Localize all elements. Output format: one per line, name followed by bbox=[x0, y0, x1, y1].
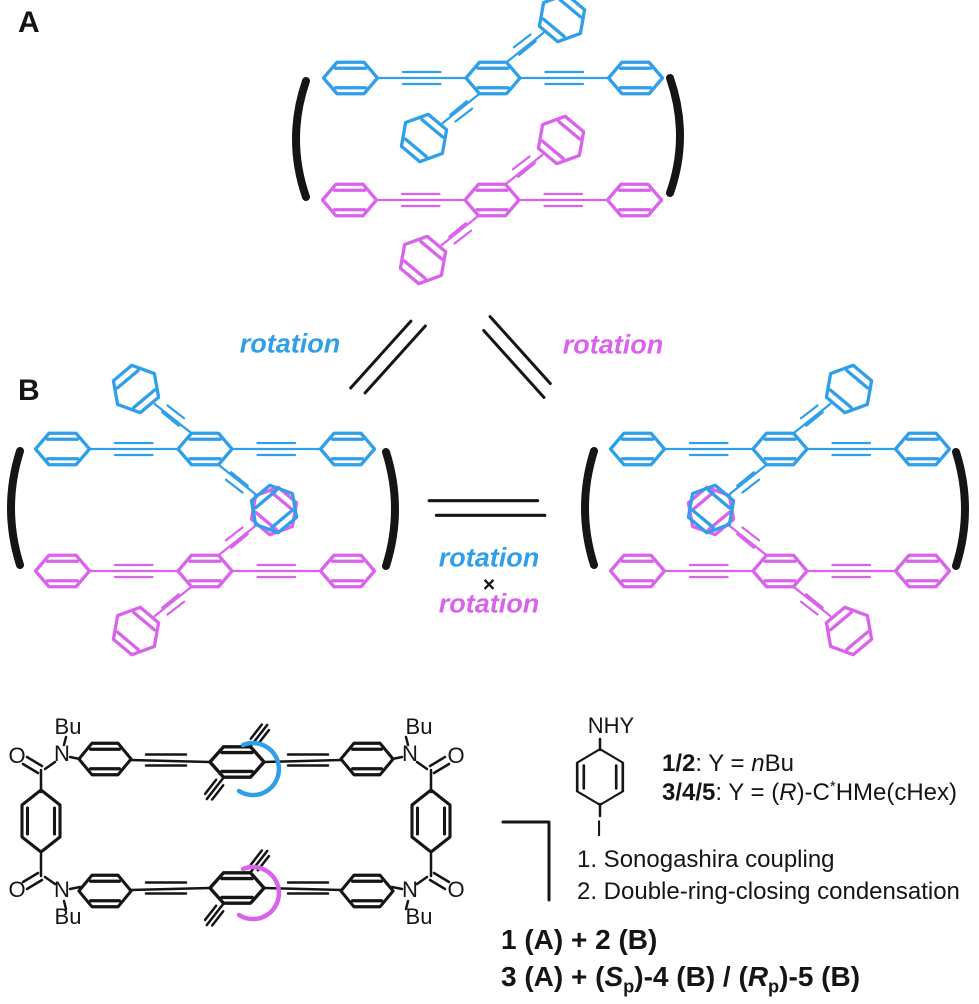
panel-b-left-complex bbox=[7, 358, 399, 663]
bracket-right bbox=[382, 448, 399, 570]
oxygen-label: O bbox=[447, 877, 465, 902]
butyl-label: Bu bbox=[54, 714, 82, 739]
butyl-label: Bu bbox=[54, 904, 82, 929]
alkyne-bond bbox=[128, 881, 212, 895]
panel-b-right-blue-rotor bbox=[611, 358, 950, 541]
panel-a-magenta-rotor bbox=[323, 109, 662, 292]
panel-a-label: A bbox=[18, 6, 40, 39]
equilibrium-arrow-left-diagonal bbox=[347, 313, 429, 401]
anilide-ring bbox=[77, 873, 133, 909]
rotation-label-center-bottom: rotation bbox=[438, 588, 540, 619]
rotation-arrow-magenta bbox=[236, 864, 282, 922]
product-line-1: 1 (A) + 2 (B) bbox=[501, 924, 658, 955]
iodoaniline-structure bbox=[575, 737, 625, 818]
benzene-ring bbox=[575, 747, 625, 807]
bracket-left bbox=[292, 77, 310, 201]
reaction-arrow bbox=[501, 820, 551, 902]
rotation-arrow-blue bbox=[236, 740, 282, 798]
amide-corner-top-left bbox=[21, 735, 82, 794]
amide-corner-bottom-right bbox=[390, 852, 451, 911]
legend-line-1: 1/2: Y = nBu bbox=[662, 750, 794, 777]
nitrogen-label: N bbox=[54, 877, 70, 902]
rotor-ring-bottom bbox=[208, 871, 266, 905]
anilide-ring bbox=[339, 741, 395, 777]
butyl-label: Bu bbox=[405, 904, 433, 929]
amine-label: NHY bbox=[587, 713, 635, 738]
panel-b-right-complex bbox=[581, 358, 969, 663]
panel-a-complex bbox=[292, 0, 684, 292]
product-line-2: 3 (A) + (Sp)-4 (B) / (Rp)-5 (B) bbox=[501, 961, 861, 997]
iodide-label: I bbox=[595, 816, 603, 841]
nitrogen-label: N bbox=[402, 741, 418, 766]
rotation-label-center-top: rotation bbox=[438, 542, 540, 573]
terephthaloyl-ring-right bbox=[410, 788, 452, 854]
panel-b-left-blue-rotor bbox=[36, 358, 375, 541]
rotor-ring-top bbox=[208, 745, 266, 779]
panel-b-label: B bbox=[18, 374, 40, 407]
nitrogen-label: N bbox=[54, 741, 70, 766]
panel-a-blue-rotor bbox=[324, 0, 663, 169]
legend-line-2: 3/4/5: Y = (R)-C*HMe(cHex) bbox=[662, 779, 958, 806]
rotation-times-sign: × bbox=[482, 573, 496, 597]
nitrogen-label: N bbox=[402, 877, 418, 902]
alkyne-stub bbox=[201, 772, 229, 804]
anilide-ring bbox=[77, 741, 133, 777]
reaction-step-2: 2. Double-ring-closing condensation bbox=[577, 878, 960, 905]
amide-corner-top-right bbox=[390, 735, 451, 794]
panel-b-left-magenta-rotor bbox=[36, 480, 375, 663]
panel-b-right-magenta-rotor bbox=[611, 480, 950, 663]
rotation-label-left: rotation bbox=[239, 328, 341, 359]
equilibrium-arrow-center bbox=[425, 498, 549, 518]
equilibrium-arrow-right-diagonal bbox=[476, 313, 558, 401]
butyl-label: Bu bbox=[405, 714, 433, 739]
terephthaloyl-ring-left bbox=[20, 788, 62, 854]
rotation-label-right: rotation bbox=[562, 329, 664, 360]
oxygen-label: O bbox=[8, 877, 26, 902]
bracket-left bbox=[581, 447, 598, 569]
alkyne-stub bbox=[201, 898, 229, 930]
macrocycle-structure bbox=[20, 720, 452, 930]
bracket-right bbox=[952, 448, 969, 570]
amide-corner-bottom-left bbox=[21, 852, 82, 911]
oxygen-label: O bbox=[8, 743, 26, 768]
reaction-step-1: 1. Sonogashira coupling bbox=[577, 846, 835, 873]
anilide-ring bbox=[339, 873, 395, 909]
bracket-right bbox=[666, 74, 684, 197]
bracket-left bbox=[7, 447, 24, 569]
alkyne-bond bbox=[128, 753, 212, 767]
oxygen-label: O bbox=[447, 743, 465, 768]
